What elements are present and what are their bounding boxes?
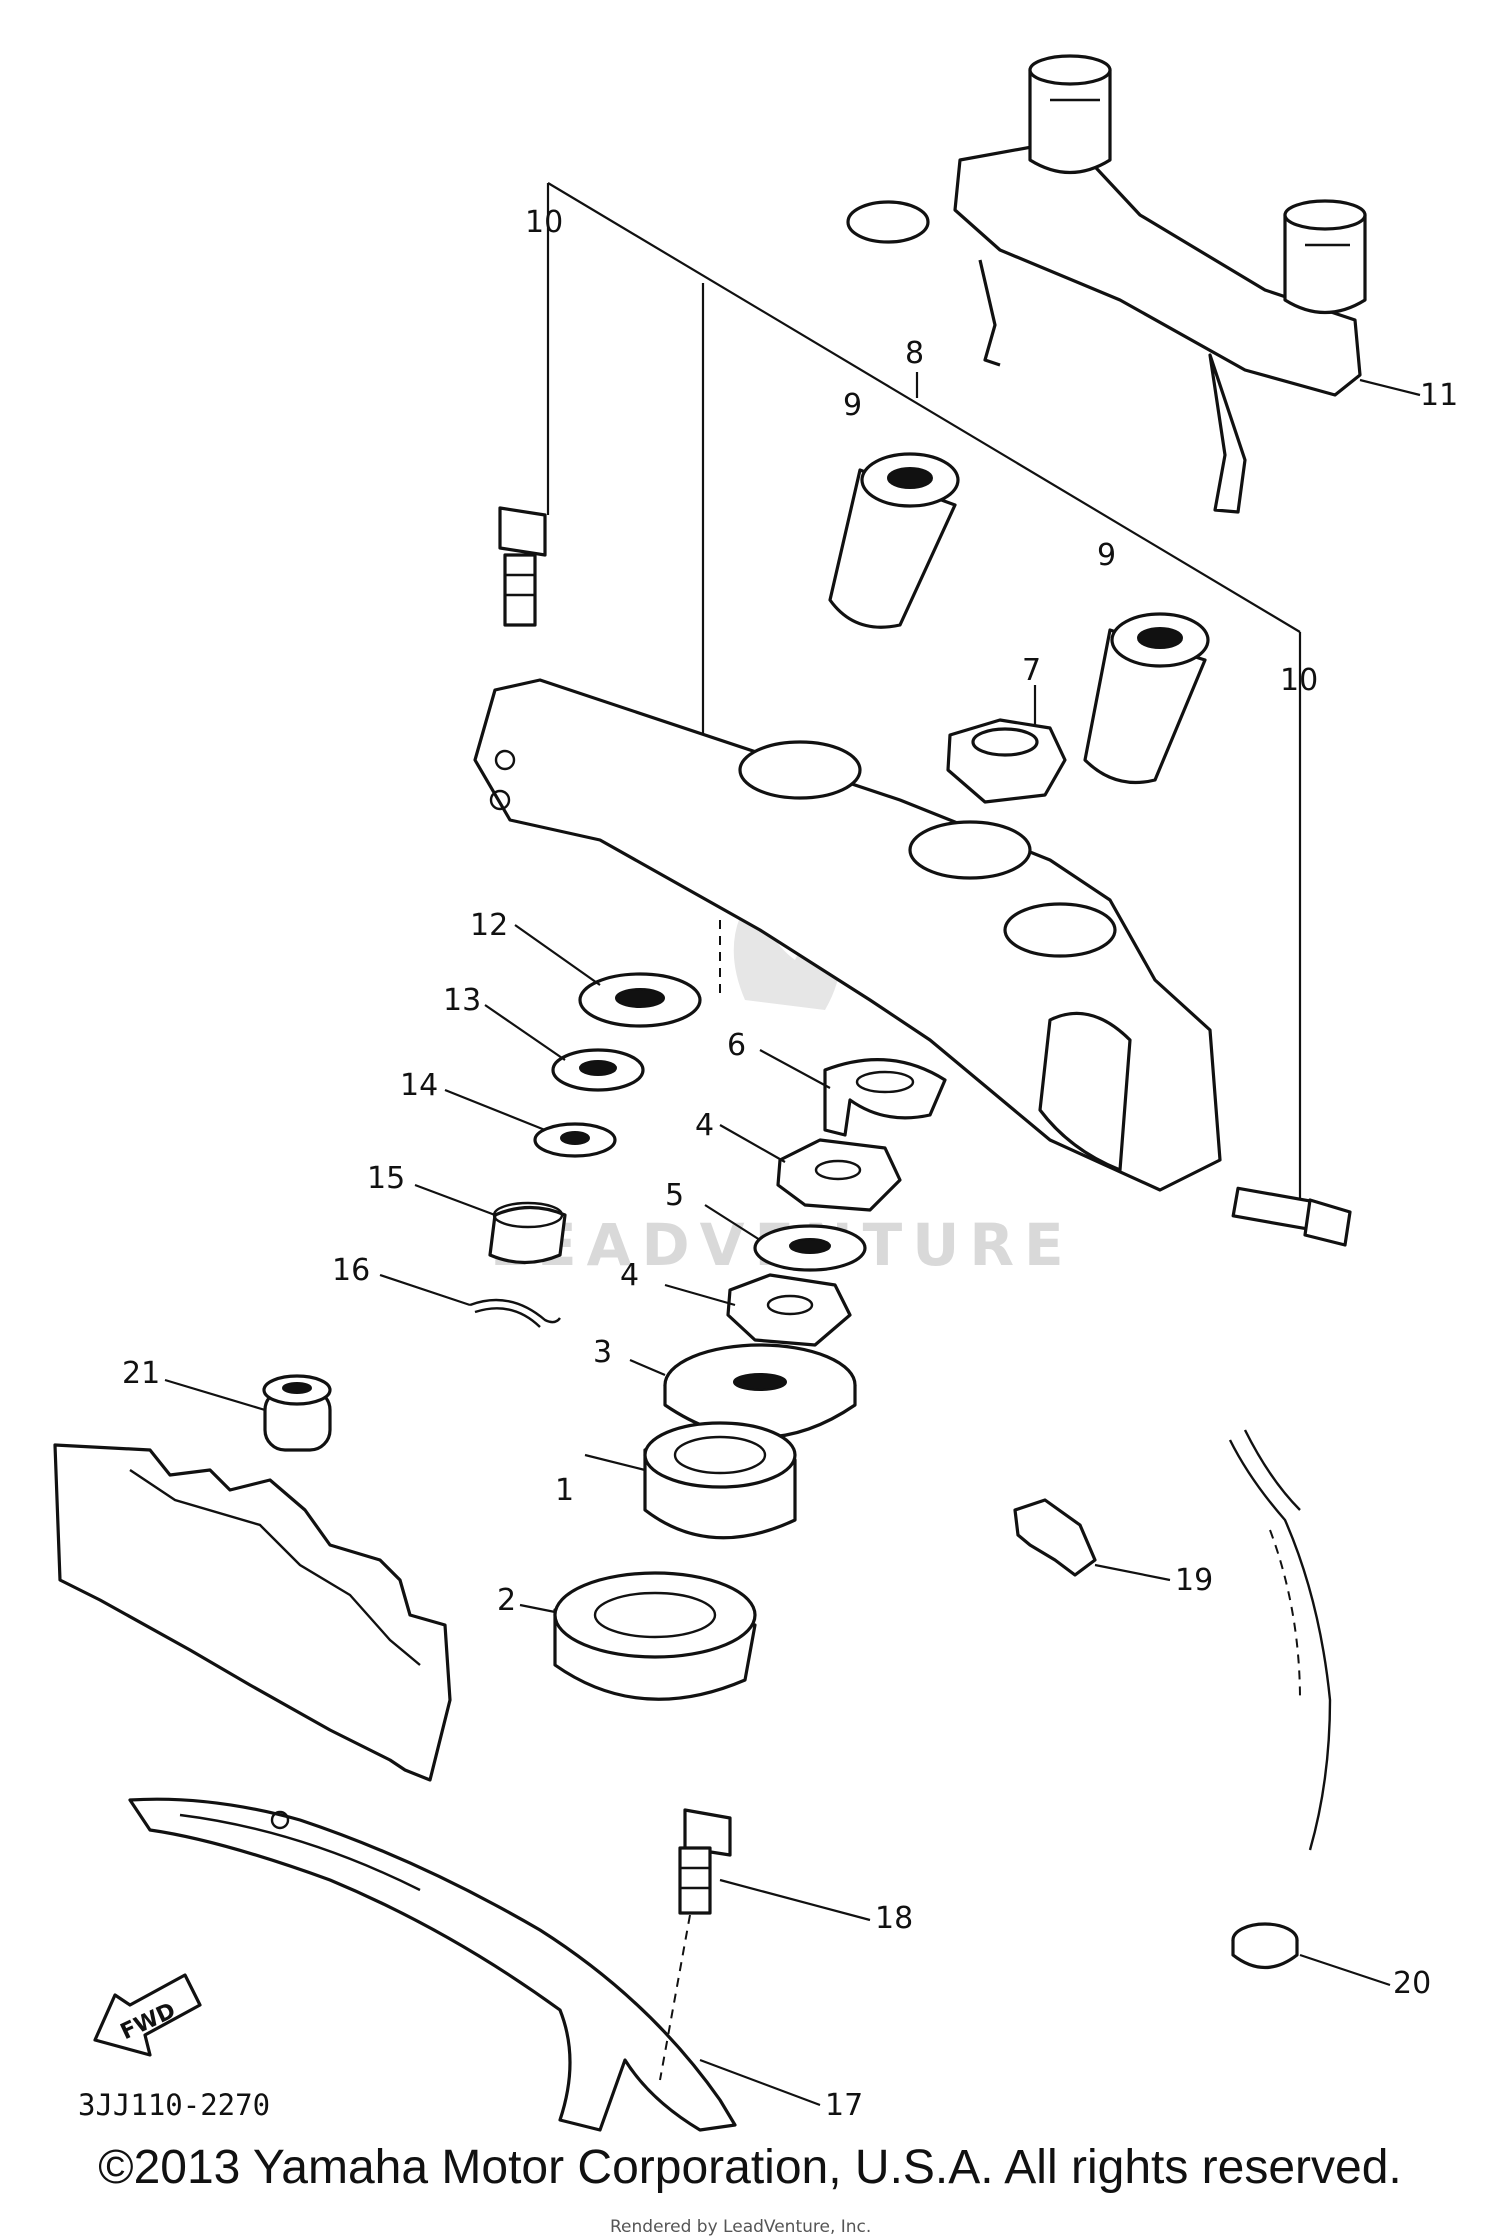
callout-13: 13	[443, 983, 481, 1018]
callout-6: 6	[727, 1028, 746, 1063]
grommet	[262, 1374, 332, 1452]
reference-code: 3JJ110-2270	[78, 2088, 270, 2122]
lock-washer	[823, 1057, 947, 1137]
callouts: 1 2 3 4 4 5 6 7 8 9 9 10 10 11 12 13 14 …	[122, 205, 1458, 2123]
forward-arrow: FWD	[93, 1973, 202, 2057]
copyright-notice: ©2013 Yamaha Motor Corporation, U.S.A. A…	[98, 2141, 1402, 2194]
cotter-pin	[469, 1298, 561, 1328]
callout-10a: 10	[525, 205, 563, 240]
callout-5: 5	[665, 1178, 684, 1213]
callout-16: 16	[332, 1253, 370, 1288]
callout-20: 20	[1393, 1966, 1431, 2001]
callout-18: 18	[875, 1901, 913, 1936]
rubber-washer	[753, 1224, 867, 1272]
callout-15: 15	[367, 1161, 405, 1196]
bolt-lower-right	[1231, 1186, 1352, 1247]
callout-11: 11	[1420, 378, 1458, 413]
ring-nut-lower	[726, 1273, 852, 1347]
callout-4a: 4	[695, 1108, 714, 1143]
callout-4b: 4	[620, 1258, 639, 1293]
collar-small	[1231, 1922, 1299, 1969]
front-fender	[128, 1797, 737, 2132]
callout-1: 1	[555, 1473, 574, 1508]
damper-left	[828, 452, 960, 629]
handlebar-holder-upper	[846, 54, 1367, 514]
callout-9b: 9	[1097, 538, 1116, 573]
rendered-by: Rendered by LeadVenture, Inc.	[610, 2217, 871, 2237]
ring-nut-upper	[776, 1138, 902, 1212]
leader-lines	[164, 378, 1421, 2107]
kit-bracket	[546, 182, 1302, 1200]
callout-21: 21	[122, 1356, 160, 1391]
callout-10b: 10	[1280, 663, 1318, 698]
callout-19: 19	[1175, 1563, 1213, 1598]
watermark: LEADVENTURE	[490, 880, 1064, 1279]
callout-3: 3	[593, 1335, 612, 1370]
washer-12	[578, 972, 702, 1028]
callout-17: 17	[825, 2088, 863, 2123]
bolt-fender	[659, 1808, 732, 2081]
callout-7: 7	[1022, 653, 1041, 688]
upper-bracket	[473, 678, 1222, 1192]
collar	[488, 1201, 567, 1265]
callout-14: 14	[400, 1068, 438, 1103]
cable-clamp	[1013, 1498, 1097, 1577]
callout-9a: 9	[843, 388, 862, 423]
callout-8: 8	[905, 336, 924, 371]
brake-hose	[1228, 1429, 1332, 1851]
side-cover	[53, 1443, 452, 1782]
damper-right	[1083, 612, 1210, 785]
washer-14	[533, 1122, 617, 1158]
callout-2: 2	[497, 1583, 516, 1618]
bolt-upper	[498, 506, 547, 627]
callout-12: 12	[470, 908, 508, 943]
bearing-upper	[643, 1421, 797, 1540]
ball-race-cover	[663, 1343, 857, 1439]
bearing-lower	[553, 1571, 757, 1701]
steering-stem-nut	[946, 718, 1067, 804]
washer-13	[551, 1048, 645, 1092]
